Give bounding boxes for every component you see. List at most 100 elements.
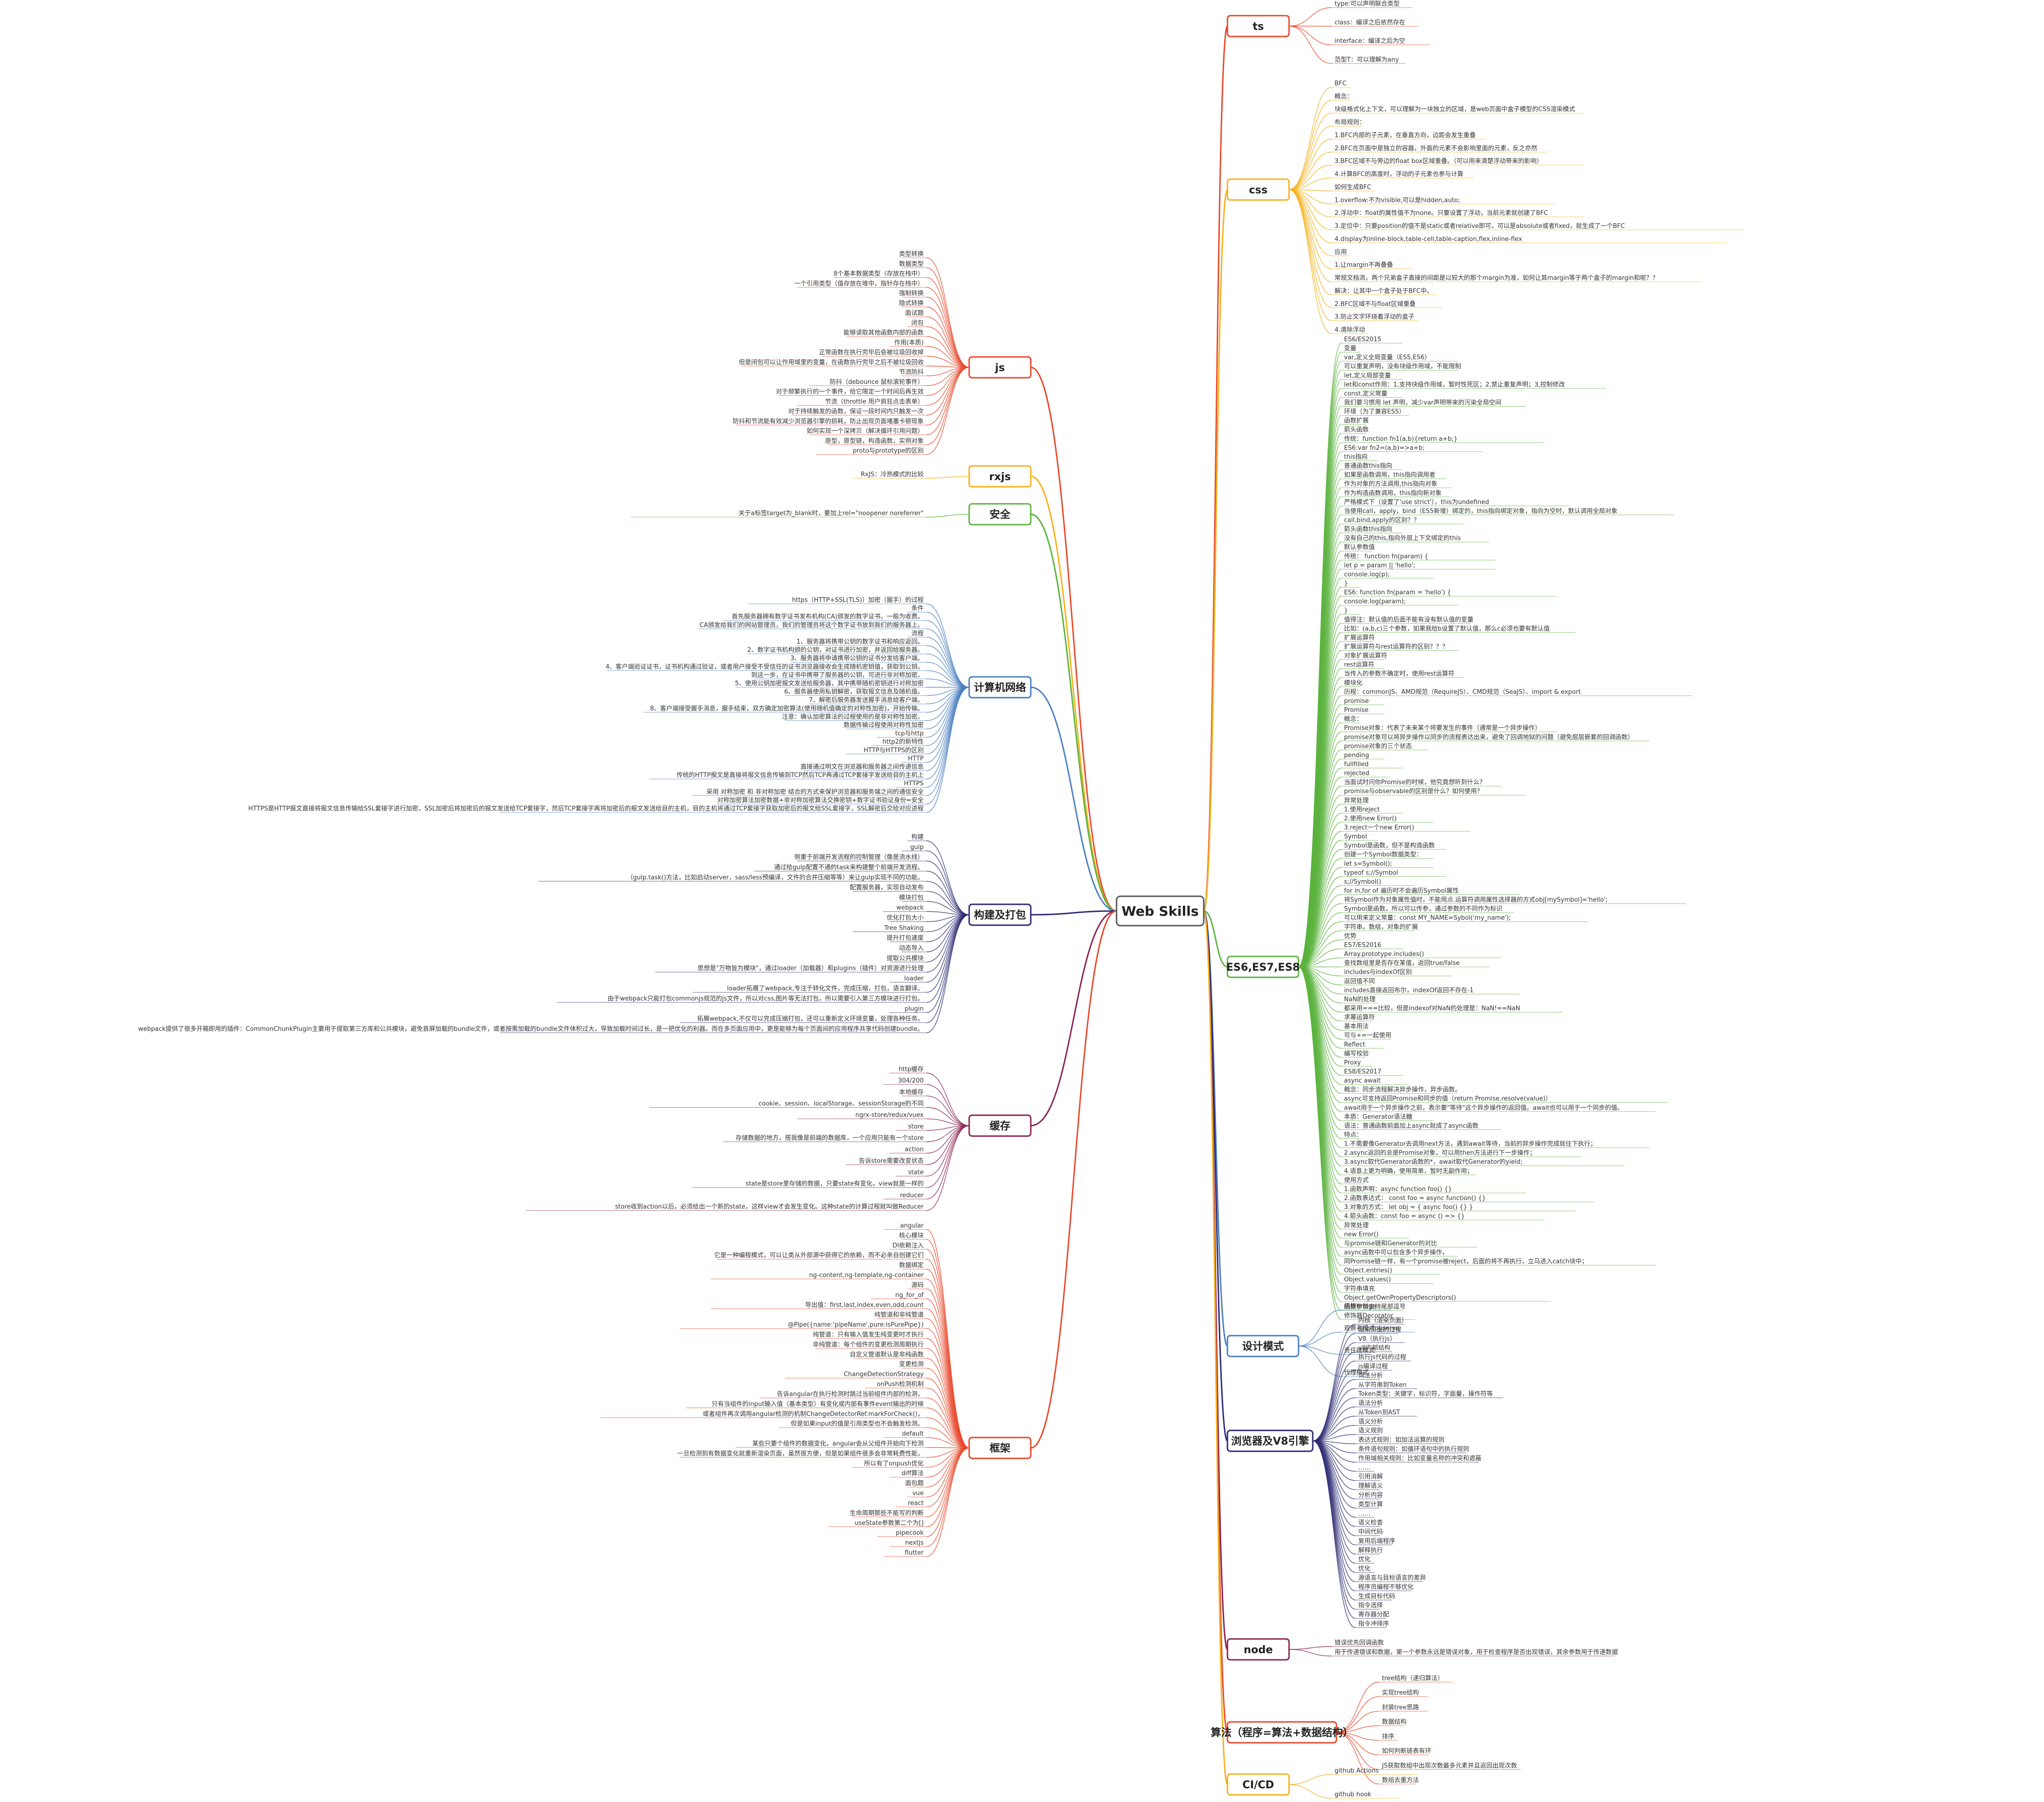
branch-rxjs[interactable]: rxjs <box>968 465 1032 488</box>
leaf-node: 同Promise链一样，有一个promise被reject，后面的将不再执行，立… <box>1344 1258 1588 1265</box>
leaf-node: promise <box>1344 698 1369 705</box>
leaf-link <box>926 367 970 445</box>
leaf-link <box>926 687 970 780</box>
leaf-node: 渲染页面的过程 <box>1358 1326 1401 1333</box>
leaf-node: CA颁发给我们的网站管理员，我们的管理员将这个数字证书放到我们的服务器上。 <box>700 621 924 629</box>
branch-css[interactable]: css <box>1226 178 1290 201</box>
leaf-node: 基本用法 <box>1344 1023 1369 1030</box>
leaf-link <box>926 367 970 416</box>
leaf-link <box>926 645 970 688</box>
leaf-node: 理解语义 <box>1358 1483 1383 1490</box>
leaf-link <box>926 628 970 688</box>
leaf-node: 类型转换 <box>899 251 924 258</box>
leaf-node: ES6: function fn(param = 'hello') { <box>1344 589 1451 596</box>
leaf-node: 观察者模式observe <box>1344 1325 1399 1332</box>
leaf-link <box>926 891 970 915</box>
leaf-link <box>926 1308 970 1448</box>
branch-node[interactable]: node <box>1226 1638 1290 1661</box>
leaf-node: 节流（throttle 用户疯狂点击表单） <box>825 398 924 405</box>
leaf-node: new Error() <box>1344 1231 1379 1238</box>
leaf-node: 某些只要个组件的数据变化，angular会从父组件开始向下检测 <box>752 1440 924 1447</box>
leaf-node: 异常处理 <box>1344 1222 1369 1229</box>
leaf-node: state <box>908 1169 924 1176</box>
branch-frame[interactable]: 框架 <box>968 1437 1032 1459</box>
leaf-node: 所以有了onpush优化 <box>864 1460 924 1467</box>
leaf-node: Promise对象：代表了未来某个将要发生的事件（通常是一个异步操作） <box>1344 724 1541 732</box>
leaf-link <box>926 1407 970 1448</box>
leaf-link <box>926 367 970 455</box>
branch-build[interactable]: 构建及打包 <box>968 903 1032 926</box>
leaf-node: ChangeDetectionStrategy <box>844 1371 924 1378</box>
leaf-link <box>926 1447 970 1488</box>
leaf-link <box>926 611 970 688</box>
leaf-node: （gulp.task()方法，比如启动server，sass/less预编译，文… <box>627 874 924 881</box>
leaf-node: 默认参数值 <box>1344 544 1375 551</box>
branch-ts[interactable]: ts <box>1226 15 1290 37</box>
leaf-node: 程序员编程不够优化 <box>1358 1584 1414 1591</box>
leaf-node: plugin <box>905 1005 924 1012</box>
leaf-link <box>926 346 970 368</box>
leaf-link <box>926 367 970 436</box>
leaf-node: 严格模式下（设置了'use strict'），this为undefined <box>1344 498 1489 506</box>
leaf-node: github Actions <box>1335 1767 1379 1775</box>
leaf-link <box>926 336 970 368</box>
leaf-link <box>1298 1331 1342 1347</box>
leaf-link <box>926 1417 970 1448</box>
leaf-node: call,bind,apply的区别？？ <box>1344 516 1420 524</box>
branch-js[interactable]: js <box>968 356 1032 379</box>
leaf-link <box>926 1073 970 1126</box>
branch-es[interactable]: ES6,ES7,ES8 <box>1226 956 1300 978</box>
branch-design[interactable]: 设计模式 <box>1226 1335 1299 1357</box>
leaf-node: ES6:var fn2=(a,b)=>a+b; <box>1344 445 1425 452</box>
leaf-link <box>1289 7 1332 27</box>
leaf-node: 解释执行 <box>1358 1547 1383 1554</box>
leaf-link <box>1312 1416 1356 1441</box>
branch-cicd[interactable]: CI/CD <box>1226 1773 1290 1796</box>
leaf-link <box>926 1447 970 1527</box>
leaf-node: 生成目标代码 <box>1358 1593 1395 1600</box>
leaf-link <box>926 914 970 963</box>
leaf-link <box>1312 1351 1356 1441</box>
leaf-node: DI依赖注入 <box>892 1242 924 1249</box>
leaf-node: 传统：function fn1(a,b){return a+b;} <box>1344 436 1458 443</box>
branch-link <box>1030 910 1117 1449</box>
leaf-link <box>926 1107 970 1126</box>
leaf-link <box>926 1229 970 1448</box>
branch-label: rxjs <box>989 471 1011 483</box>
branch-net[interactable]: 计算机网络 <box>968 676 1032 699</box>
leaf-node: 直接通过明文在浏览器和服务器之间传递信息 <box>800 763 924 771</box>
leaf-node: 首先服务器拥有数字证书发布机构(CA)颁发的数字证书，一般为收费。 <box>732 613 924 620</box>
branch-browser[interactable]: 浏览器及V8引擎 <box>1226 1429 1314 1452</box>
leaf-node: http缓存 <box>899 1066 924 1073</box>
leaf-node: 1.不需要像Generator去调用next方法，遇到await等待，当前的异步… <box>1344 1140 1597 1148</box>
leaf-node: 引用消解 <box>1358 1474 1383 1481</box>
leaf-node: 传统： function fn(param) { <box>1344 553 1428 560</box>
leaf-node: 模块化 <box>1344 680 1363 687</box>
leaf-node: 排序 <box>1382 1733 1394 1740</box>
leaf-node: 语法：普通函数前面加上async就成了async函数 <box>1344 1122 1479 1129</box>
branch-algo[interactable]: 算法（程序=算法+数据结构） <box>1211 1721 1354 1744</box>
branch-security[interactable]: 安全 <box>968 503 1032 526</box>
leaf-link <box>926 1125 970 1165</box>
leaf-node: 当使用call，apply，bind（ES5新增）绑定的，this指向绑定对象，… <box>1344 507 1617 515</box>
leaf-node: 中间代码 <box>1358 1529 1383 1536</box>
leaf-link <box>1298 966 1342 1320</box>
leaf-node: 字符串，数组，对象的扩展 <box>1344 923 1418 931</box>
leaf-link <box>1289 1784 1332 1799</box>
leaf-link <box>926 367 970 426</box>
branch-cache[interactable]: 缓存 <box>968 1114 1032 1137</box>
branch-label: 安全 <box>990 509 1011 521</box>
leaf-node: @Pipe({name:'pipeName',pure:isPurePipe}) <box>788 1321 924 1329</box>
branch-label: 构建及打包 <box>974 909 1026 921</box>
leaf-node: let和const作用：1,支持块级作用域，暂时性死区；2,禁止重复声明；3,控… <box>1344 381 1565 388</box>
leaf-node: 思想是"万物皆为模块"，通过loader（加载器）和plugins（插件）对资源… <box>698 965 924 972</box>
root-node[interactable]: Web Skills <box>1116 895 1205 927</box>
leaf-link <box>926 687 970 805</box>
leaf-node: 2.使用new Error() <box>1344 815 1397 822</box>
leaf-node: 箭头函数this指向 <box>1344 526 1392 533</box>
leaf-node: 变量 <box>1344 345 1356 352</box>
branch-label: CI/CD <box>1243 1779 1274 1791</box>
leaf-node: react <box>908 1500 924 1507</box>
leaf-node: this指向 <box>1344 453 1368 461</box>
branch-link <box>1203 25 1228 912</box>
